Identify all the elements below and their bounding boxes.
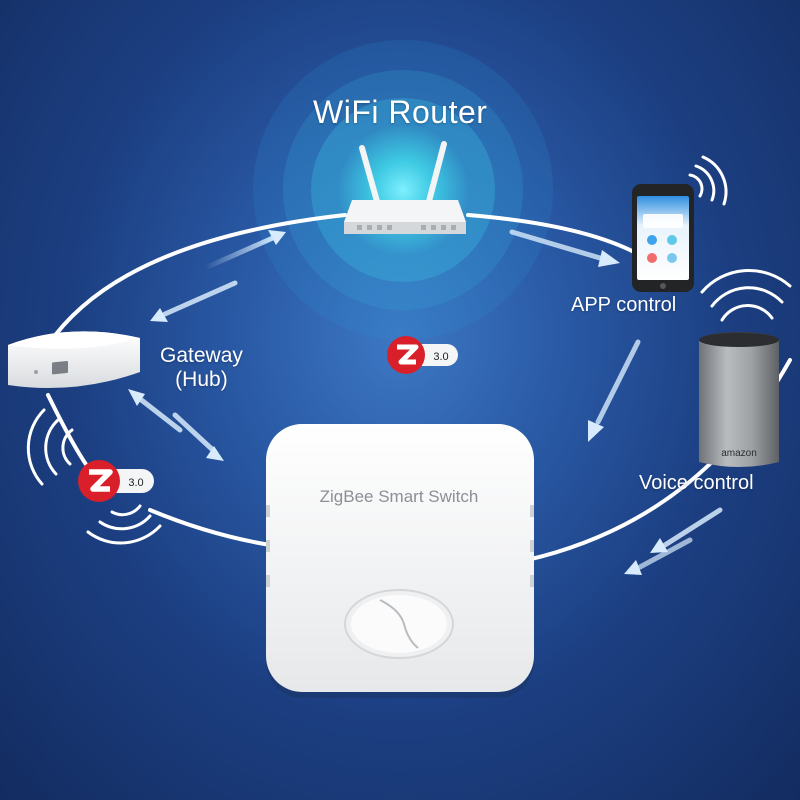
zigbee-logo-icon: 3.0 (387, 336, 458, 374)
zigbee-gateway-icon (8, 331, 140, 389)
arrow-speaker-to-switch (624, 507, 723, 575)
arrow-icon (150, 280, 238, 322)
voice-control-label: Voice control (639, 472, 754, 494)
wifi-router-icon (344, 141, 466, 234)
zigbee-switch-icon (266, 424, 534, 698)
zigbee-version-badge: 3.0 (128, 477, 143, 489)
wifi-router-label: WiFi Router (313, 94, 488, 130)
zigbee-version-badge: 3.0 (433, 351, 448, 363)
arrow-icon (202, 230, 286, 271)
speaker-brand-mark: amazon (721, 448, 757, 459)
signal-waves-icon (26, 408, 162, 545)
smart-speaker-icon: amazon (699, 332, 779, 467)
gateway-label-line2: (Hub) (175, 368, 228, 391)
switch-name-label: ZigBee Smart Switch (319, 487, 479, 506)
arrow-router-to-gateway (150, 230, 286, 322)
arrow-phone-to-switch (588, 339, 641, 442)
zigbee-logo-icon: 3.0 (78, 460, 154, 502)
app-control-label: APP control (571, 294, 677, 316)
router-signal-glow (253, 40, 553, 340)
smartphone-icon (632, 184, 694, 292)
signal-waves-icon (700, 268, 792, 322)
gateway-label: Gateway (Hub) (160, 344, 243, 392)
arrow-gateway-to-switch (128, 389, 224, 461)
signal-waves-icon (688, 155, 728, 206)
arrow-router-to-phone (509, 229, 620, 267)
gateway-label-line1: Gateway (160, 344, 243, 367)
